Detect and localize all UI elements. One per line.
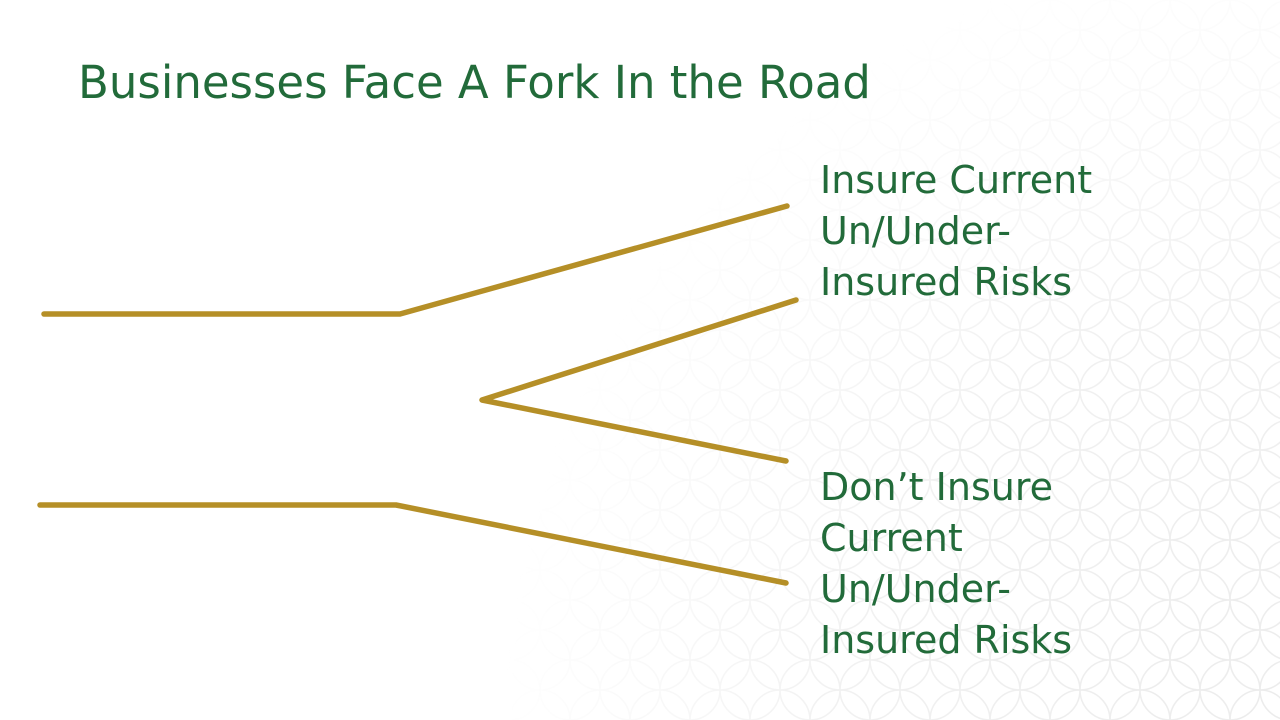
branch-label-line: Insured Risks xyxy=(820,618,1073,662)
road-fork-inner-wedge xyxy=(479,297,799,464)
branch-label-line: Insured Risks xyxy=(820,260,1073,304)
branch-label-insure: Insure Current Un/Under- Insured Risks xyxy=(820,155,1092,308)
road-upper-edge-to-top-branch xyxy=(41,203,790,317)
branch-label-dont-insure: Don’t Insure Current Un/Under- Insured R… xyxy=(820,462,1072,666)
branch-label-line: Don’t Insure xyxy=(820,465,1053,509)
branch-label-line: Current xyxy=(820,516,963,560)
slide-title: Businesses Face A Fork In the Road xyxy=(78,56,871,109)
branch-label-line: Un/Under- xyxy=(820,567,1012,611)
branch-label-line: Insure Current xyxy=(820,158,1093,202)
road-lower-edge-to-bottom-branch xyxy=(37,502,789,586)
branch-label-line: Un/Under- xyxy=(820,209,1012,253)
